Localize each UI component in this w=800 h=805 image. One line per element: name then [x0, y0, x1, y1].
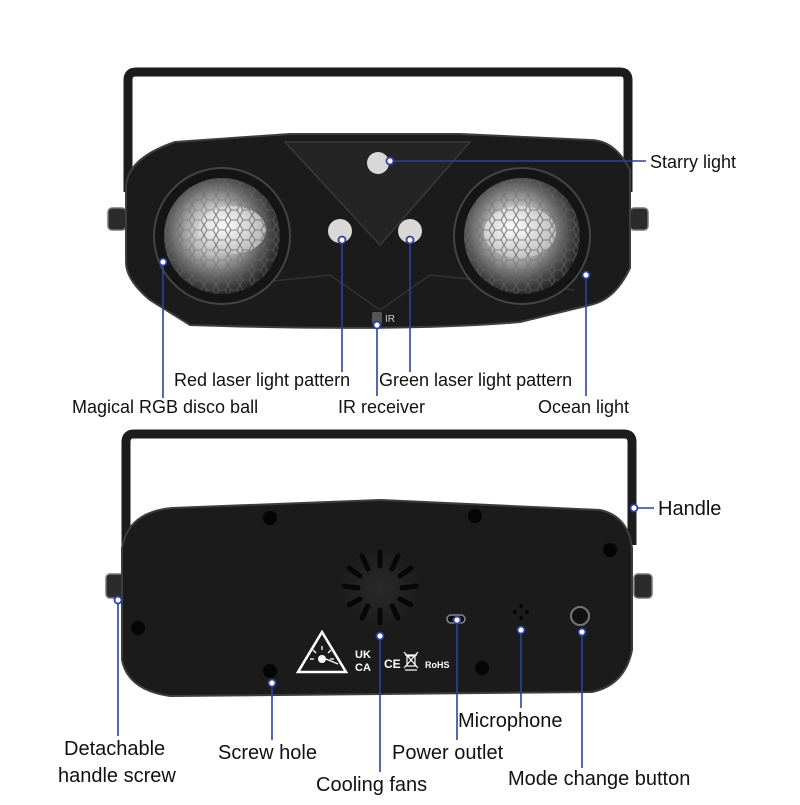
cooling-fan-vent	[336, 544, 424, 632]
screw-hole	[468, 509, 482, 523]
weee-bin-icon	[403, 651, 419, 671]
laser-warning-icon	[295, 629, 349, 674]
label-green-laser: Green laser light pattern	[379, 370, 573, 390]
label-mode-button: Mode change button	[508, 768, 691, 790]
label-power-outlet: Power outlet	[392, 742, 504, 764]
label-ocean-light: Ocean light	[538, 397, 630, 417]
mode-change-button	[570, 606, 590, 626]
screw-hole	[475, 661, 489, 675]
front-unit: IR	[107, 67, 649, 329]
front-right-knob	[629, 207, 649, 231]
label-handle-screw-line1: Detachable	[64, 738, 166, 760]
right-disco-ball	[453, 167, 591, 305]
label-handle: Handle	[658, 498, 722, 520]
screw-hole	[263, 664, 277, 678]
red-laser-lens	[328, 219, 352, 243]
label-disco-ball: Magical RGB disco ball	[72, 397, 259, 417]
left-disco-ball	[153, 167, 291, 305]
ukca-mark-top: UK	[355, 649, 371, 661]
green-laser-lens	[398, 219, 422, 243]
ir-mark: IR	[385, 314, 395, 325]
ir-receiver-window	[372, 312, 382, 324]
label-screw-hole: Screw hole	[218, 742, 317, 764]
label-cooling-fans: Cooling fans	[316, 774, 428, 796]
screw-hole	[131, 621, 145, 635]
label-microphone: Microphone	[458, 710, 563, 732]
callout-dots	[113, 156, 639, 688]
back-handle	[121, 429, 637, 560]
front-left-knob	[107, 207, 127, 231]
label-red-laser: Red laser light pattern	[174, 370, 351, 390]
label-ir-receiver: IR receiver	[338, 397, 426, 417]
rohs-mark: RoHS	[425, 660, 450, 670]
back-right-knob	[633, 573, 653, 599]
screw-hole	[603, 543, 617, 557]
ukca-mark-bottom: CA	[355, 662, 371, 674]
label-starry-light: Starry light	[650, 152, 737, 172]
screw-hole	[263, 511, 277, 525]
front-v-panel	[283, 141, 472, 247]
microphone-holes	[513, 604, 529, 620]
starry-light-lens	[367, 152, 389, 174]
callout-lines	[117, 160, 654, 772]
back-unit: UK CA CE RoHS	[105, 429, 653, 698]
front-handle	[123, 67, 633, 192]
ce-mark: CE	[384, 657, 401, 671]
label-handle-screw-line2: handle screw	[58, 765, 176, 787]
